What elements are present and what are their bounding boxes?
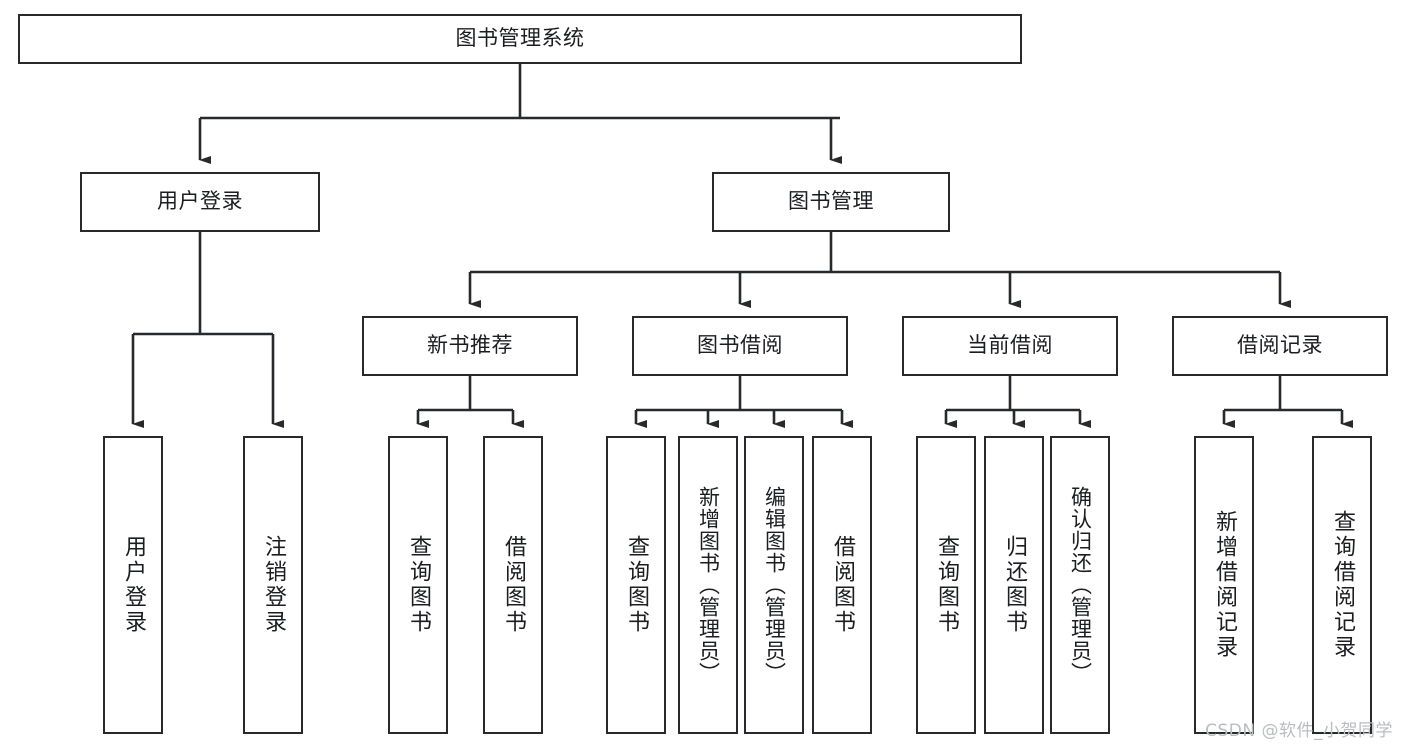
leaf-query-book-new[interactable]: 查询图书 <box>388 436 448 734</box>
leaf-borrow-book-new-label: 借阅图书 <box>501 535 526 635</box>
leaf-query-book-borrow[interactable]: 查询图书 <box>606 436 666 734</box>
leaf-user-login[interactable]: 用户登录 <box>103 436 163 734</box>
leaf-add-book-admin-label: 新增图书（管理员） <box>696 486 721 684</box>
node-current-borrow-label: 当前借阅 <box>967 333 1053 358</box>
leaf-confirm-return-admin-label: 确认归还（管理员） <box>1068 486 1093 684</box>
leaf-add-borrow-record[interactable]: 新增借阅记录 <box>1194 436 1254 734</box>
leaf-add-book-admin[interactable]: 新增图书（管理员） <box>678 436 738 734</box>
node-user-login[interactable]: 用户登录 <box>80 172 320 232</box>
node-root[interactable]: 图书管理系统 <box>18 14 1022 64</box>
node-book-management[interactable]: 图书管理 <box>712 172 950 232</box>
node-book-borrow[interactable]: 图书借阅 <box>632 316 848 376</box>
leaf-logout[interactable]: 注销登录 <box>243 436 303 734</box>
node-book-borrow-label: 图书借阅 <box>697 333 783 358</box>
leaf-add-borrow-record-label: 新增借阅记录 <box>1212 510 1237 660</box>
leaf-return-book[interactable]: 归还图书 <box>984 436 1044 734</box>
node-borrow-records-label: 借阅记录 <box>1237 333 1323 358</box>
csdn-watermark: CSDN @软件_小贺同学 <box>1205 721 1393 741</box>
leaf-query-borrow-record-label: 查询借阅记录 <box>1330 510 1355 660</box>
leaf-query-book-current-label: 查询图书 <box>934 535 959 635</box>
node-new-book-recommend[interactable]: 新书推荐 <box>362 316 578 376</box>
leaf-return-book-label: 归还图书 <box>1002 535 1027 635</box>
leaf-query-borrow-record[interactable]: 查询借阅记录 <box>1312 436 1372 734</box>
leaf-query-book-borrow-label: 查询图书 <box>624 535 649 635</box>
leaf-edit-book-admin-label: 编辑图书（管理员） <box>762 486 787 684</box>
leaf-query-book-current[interactable]: 查询图书 <box>916 436 976 734</box>
node-current-borrow[interactable]: 当前借阅 <box>902 316 1118 376</box>
leaf-query-book-new-label: 查询图书 <box>406 535 431 635</box>
node-user-login-label: 用户登录 <box>157 189 243 214</box>
leaf-logout-label: 注销登录 <box>261 535 286 635</box>
node-book-management-label: 图书管理 <box>788 189 874 214</box>
leaf-user-login-label: 用户登录 <box>121 535 146 635</box>
leaf-edit-book-admin[interactable]: 编辑图书（管理员） <box>744 436 804 734</box>
leaf-borrow-book-new[interactable]: 借阅图书 <box>483 436 543 734</box>
node-borrow-records[interactable]: 借阅记录 <box>1172 316 1388 376</box>
node-new-book-recommend-label: 新书推荐 <box>427 333 513 358</box>
leaf-lend-book-label: 借阅图书 <box>830 535 855 635</box>
leaf-lend-book[interactable]: 借阅图书 <box>812 436 872 734</box>
node-root-label: 图书管理系统 <box>455 26 585 51</box>
leaf-confirm-return-admin[interactable]: 确认归还（管理员） <box>1050 436 1110 734</box>
